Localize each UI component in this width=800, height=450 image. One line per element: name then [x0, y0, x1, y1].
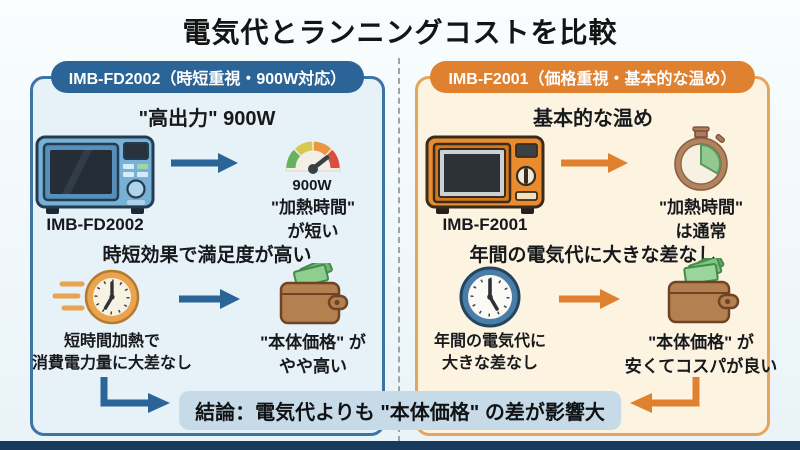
left-device-label: IMB-FD2002	[46, 215, 144, 234]
right-row2-heading: 年間の電気代に大きな差なし	[469, 245, 717, 266]
right-row2-cause: 年間の電気代に 大きな差なし	[433, 333, 547, 372]
left-row1-result: "加熱時間" が短い	[270, 198, 356, 241]
right-row2-result: "本体価格" が 安くてコスパが良い	[624, 333, 778, 376]
microwave-orange-icon	[425, 135, 545, 214]
stopwatch-icon	[674, 126, 728, 191]
right-device-label: IMB-F2001	[442, 215, 528, 234]
elbow-arrow-right-icon	[630, 377, 700, 413]
bottom-bar	[0, 441, 800, 450]
page-title: 電気代とランニングコストを比較	[182, 17, 618, 48]
arrow-right-icon	[179, 289, 240, 309]
left-row2-result: "本体価格" が やや高い	[260, 333, 366, 376]
elbow-arrow-left-icon	[100, 377, 170, 413]
clock-icon	[459, 266, 521, 328]
right-row1-result: "加熱時間" は通常	[658, 198, 744, 241]
arrow-right-icon	[559, 289, 620, 309]
arrow-right-icon	[561, 153, 628, 173]
wallet-icon	[279, 263, 349, 325]
left-row2-cause: 短時間加熱で 消費電力量に大差なし	[31, 333, 193, 372]
microwave-blue-icon	[35, 135, 155, 214]
wallet-bills-icon	[667, 258, 740, 324]
right-model-badge: IMB-F2001（価格重視・基本的な温め）	[430, 61, 755, 93]
fast-clock-icon	[52, 269, 140, 325]
arrow-right-icon	[171, 153, 238, 173]
left-row1-heading: "高出力" 900W	[138, 108, 276, 130]
gauge-value-label: 900W	[292, 177, 332, 194]
gauge-icon	[285, 141, 341, 174]
conclusion-banner: 結論：電気代よりも "本体価格" の差が影響大	[179, 391, 621, 430]
panel-divider	[398, 58, 400, 442]
left-model-badge: IMB-FD2002（時短重視・900W対応）	[50, 61, 365, 93]
left-row2-heading: 時短効果で満足度が高い	[102, 245, 312, 266]
right-row1-heading: 基本的な温め	[533, 108, 653, 130]
